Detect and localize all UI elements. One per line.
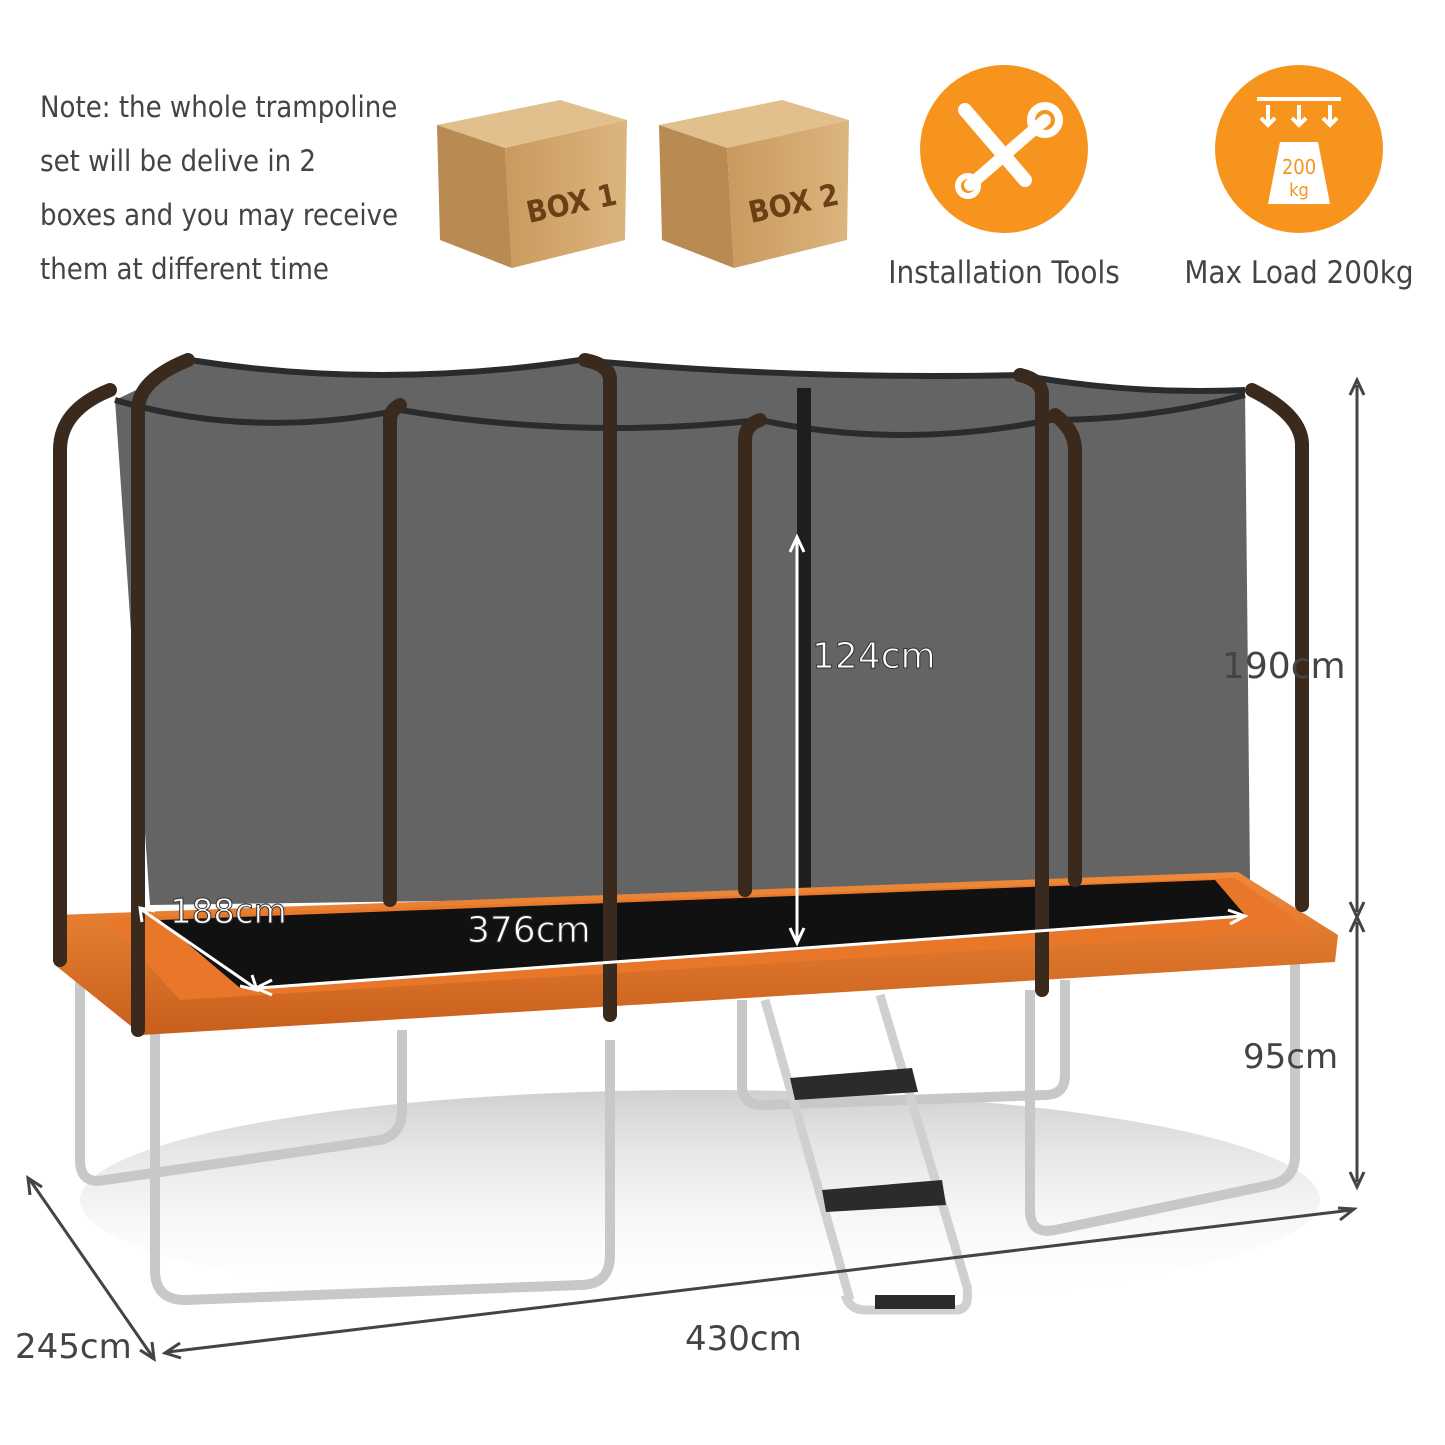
mat-length-label: 376cm (467, 910, 591, 951)
mat-width-label: 188cm (170, 892, 287, 932)
weight-value: 200 (1282, 155, 1316, 179)
installation-tools-label: Installation Tools (888, 255, 1120, 291)
enclosure-net (114, 356, 1250, 918)
enclosure-poles (53, 353, 1309, 1037)
note-line: set will be delive in 2 (40, 144, 317, 178)
total-width-label: 245cm (15, 1327, 132, 1367)
total-height-label: 190cm (1222, 646, 1346, 687)
note-line: them at different time (40, 252, 329, 286)
inner-dimension-lines (138, 533, 1249, 997)
dimension-labels: 124cm 190cm 95cm 188cm 376cm 430cm 245cm (15, 636, 1346, 1368)
weight-icon: 200 kg (1215, 65, 1383, 233)
wrench-screwdriver-icon (920, 65, 1088, 233)
frame-height-label: 95cm (1243, 1037, 1338, 1077)
total-length-label: 430cm (685, 1319, 802, 1359)
legs (75, 960, 1300, 1306)
box-1: BOX 1 (437, 100, 627, 268)
net-height-label: 124cm (812, 636, 936, 677)
dimension-lines (26, 376, 1366, 1362)
max-load-label: Max Load 200kg (1184, 255, 1414, 291)
ground-shadow (80, 1090, 1320, 1310)
delivery-note: Note: the whole trampoline set will be d… (40, 80, 420, 296)
note-line: Note: the whole trampoline (40, 90, 398, 124)
trampoline-frame (55, 872, 1338, 1035)
box-2: BOX 2 (659, 100, 849, 268)
note-line: boxes and you may receive (40, 198, 399, 232)
weight-unit: kg (1289, 180, 1309, 201)
ladder (760, 993, 973, 1315)
